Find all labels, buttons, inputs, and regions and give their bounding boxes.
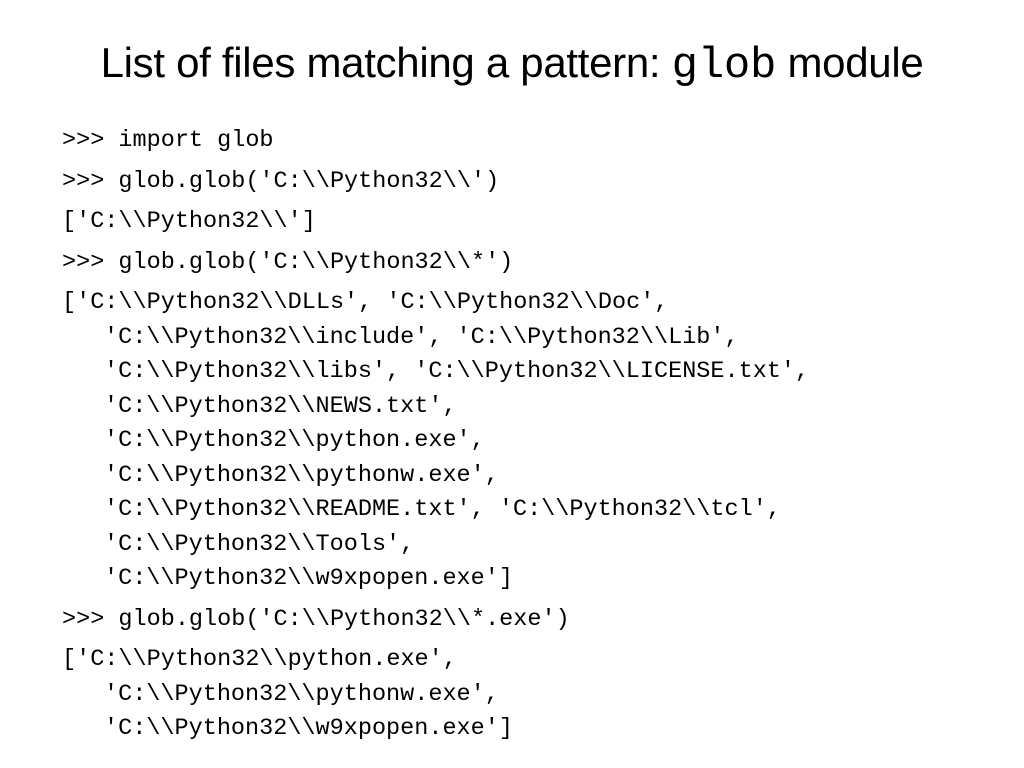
code-line: >>> glob.glob('C:\\Python32\\*') xyxy=(62,248,514,276)
code-line: 'C:\\Python32\\python.exe', xyxy=(104,427,485,454)
code-line: 'C:\\Python32\\include', 'C:\\Python32\\… xyxy=(104,323,739,351)
code-line: 'C:\\Python32\\README.txt', 'C:\\Python3… xyxy=(104,496,781,523)
code-block-7: ['C:\\Python32\\python.exe', 'C:\\Python… xyxy=(62,643,1002,747)
code-line: 'C:\\Python32\\pythonw.exe', xyxy=(104,680,499,708)
code-line: ['C:\\Python32\\python.exe', xyxy=(62,646,457,673)
title-module-name: glob xyxy=(671,41,777,91)
code-line: 'C:\\Python32\\libs', 'C:\\Python32\\LIC… xyxy=(104,358,810,385)
code-block-5: ['C:\\Python32\\DLLs', 'C:\\Python32\\Do… xyxy=(62,286,1002,597)
code-line: 'C:\\Python32\\w9xpopen.exe'] xyxy=(104,565,513,592)
code-line: 'C:\\Python32\\w9xpopen.exe'] xyxy=(104,715,513,742)
code-line: ['C:\\Python32\\DLLs', 'C:\\Python32\\Do… xyxy=(62,289,669,316)
code-line: >>> glob.glob('C:\\Python32\\') xyxy=(62,167,500,195)
code-block-1: >>> import glob xyxy=(62,124,1002,159)
code-block-3: ['C:\\Python32\\'] xyxy=(62,205,1002,240)
title-text: List of files matching a pattern: xyxy=(100,39,672,86)
code-line: 'C:\\Python32\\pythonw.exe', xyxy=(104,461,499,489)
title-suffix: module xyxy=(776,39,924,86)
code-block-2: >>> glob.glob('C:\\Python32\\') xyxy=(62,165,1002,200)
code-line: >>> glob.glob('C:\\Python32\\*.exe') xyxy=(62,605,570,633)
code-line: >>> import glob xyxy=(62,127,274,154)
code-listing: >>> import glob >>> glob.glob('C:\\Pytho… xyxy=(62,124,1002,753)
code-line: ['C:\\Python32\\'] xyxy=(62,208,316,235)
code-block-6: >>> glob.glob('C:\\Python32\\*.exe') xyxy=(62,603,1002,638)
code-line: 'C:\\Python32\\Tools', xyxy=(104,530,415,558)
code-line: 'C:\\Python32\\NEWS.txt', xyxy=(104,392,457,420)
code-block-4: >>> glob.glob('C:\\Python32\\*') xyxy=(62,246,1002,281)
slide-title: List of files matching a pattern: glob m… xyxy=(0,30,1024,99)
